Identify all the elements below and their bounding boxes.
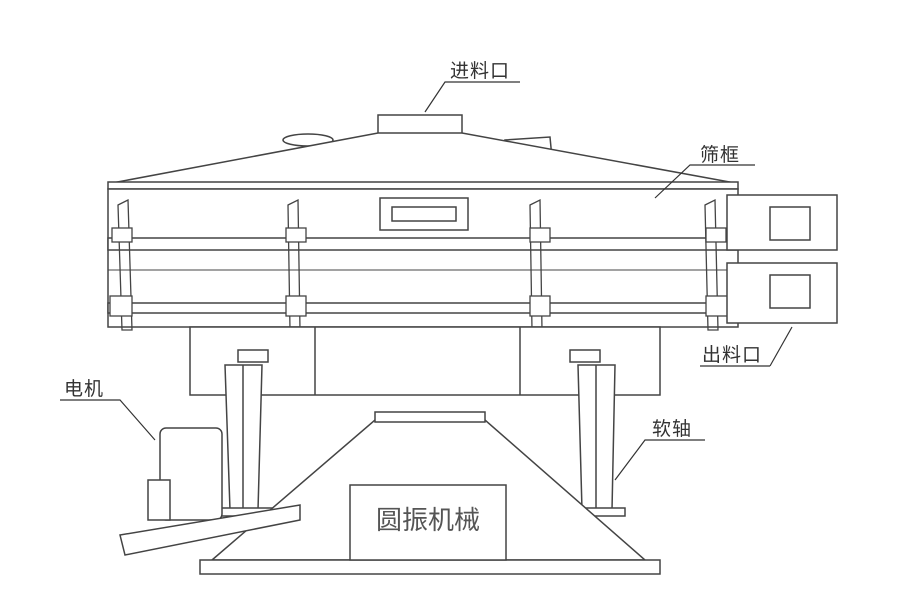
label-inlet: 进料口 bbox=[450, 60, 511, 82]
soft-shafts bbox=[219, 349, 626, 517]
clamp-band-upper bbox=[107, 237, 739, 251]
outlet-upper bbox=[726, 194, 838, 251]
cover bbox=[111, 132, 736, 184]
clamp-band-lower bbox=[107, 302, 739, 314]
clamps bbox=[109, 198, 729, 331]
motor bbox=[159, 427, 223, 521]
label-outlet: 出料口 bbox=[702, 344, 763, 366]
inlet-pipe bbox=[377, 114, 463, 136]
label-soft-shaft: 软轴 bbox=[652, 418, 693, 440]
motor-base bbox=[119, 504, 301, 556]
watermark: 圆振机械 bbox=[375, 506, 480, 536]
leader-lines bbox=[60, 81, 793, 481]
cover-rim bbox=[107, 181, 739, 190]
base-plate bbox=[199, 559, 661, 575]
label-motor: 电机 bbox=[64, 378, 105, 400]
label-screen-frame: 筛框 bbox=[700, 144, 741, 166]
outlet-lower bbox=[726, 262, 838, 324]
